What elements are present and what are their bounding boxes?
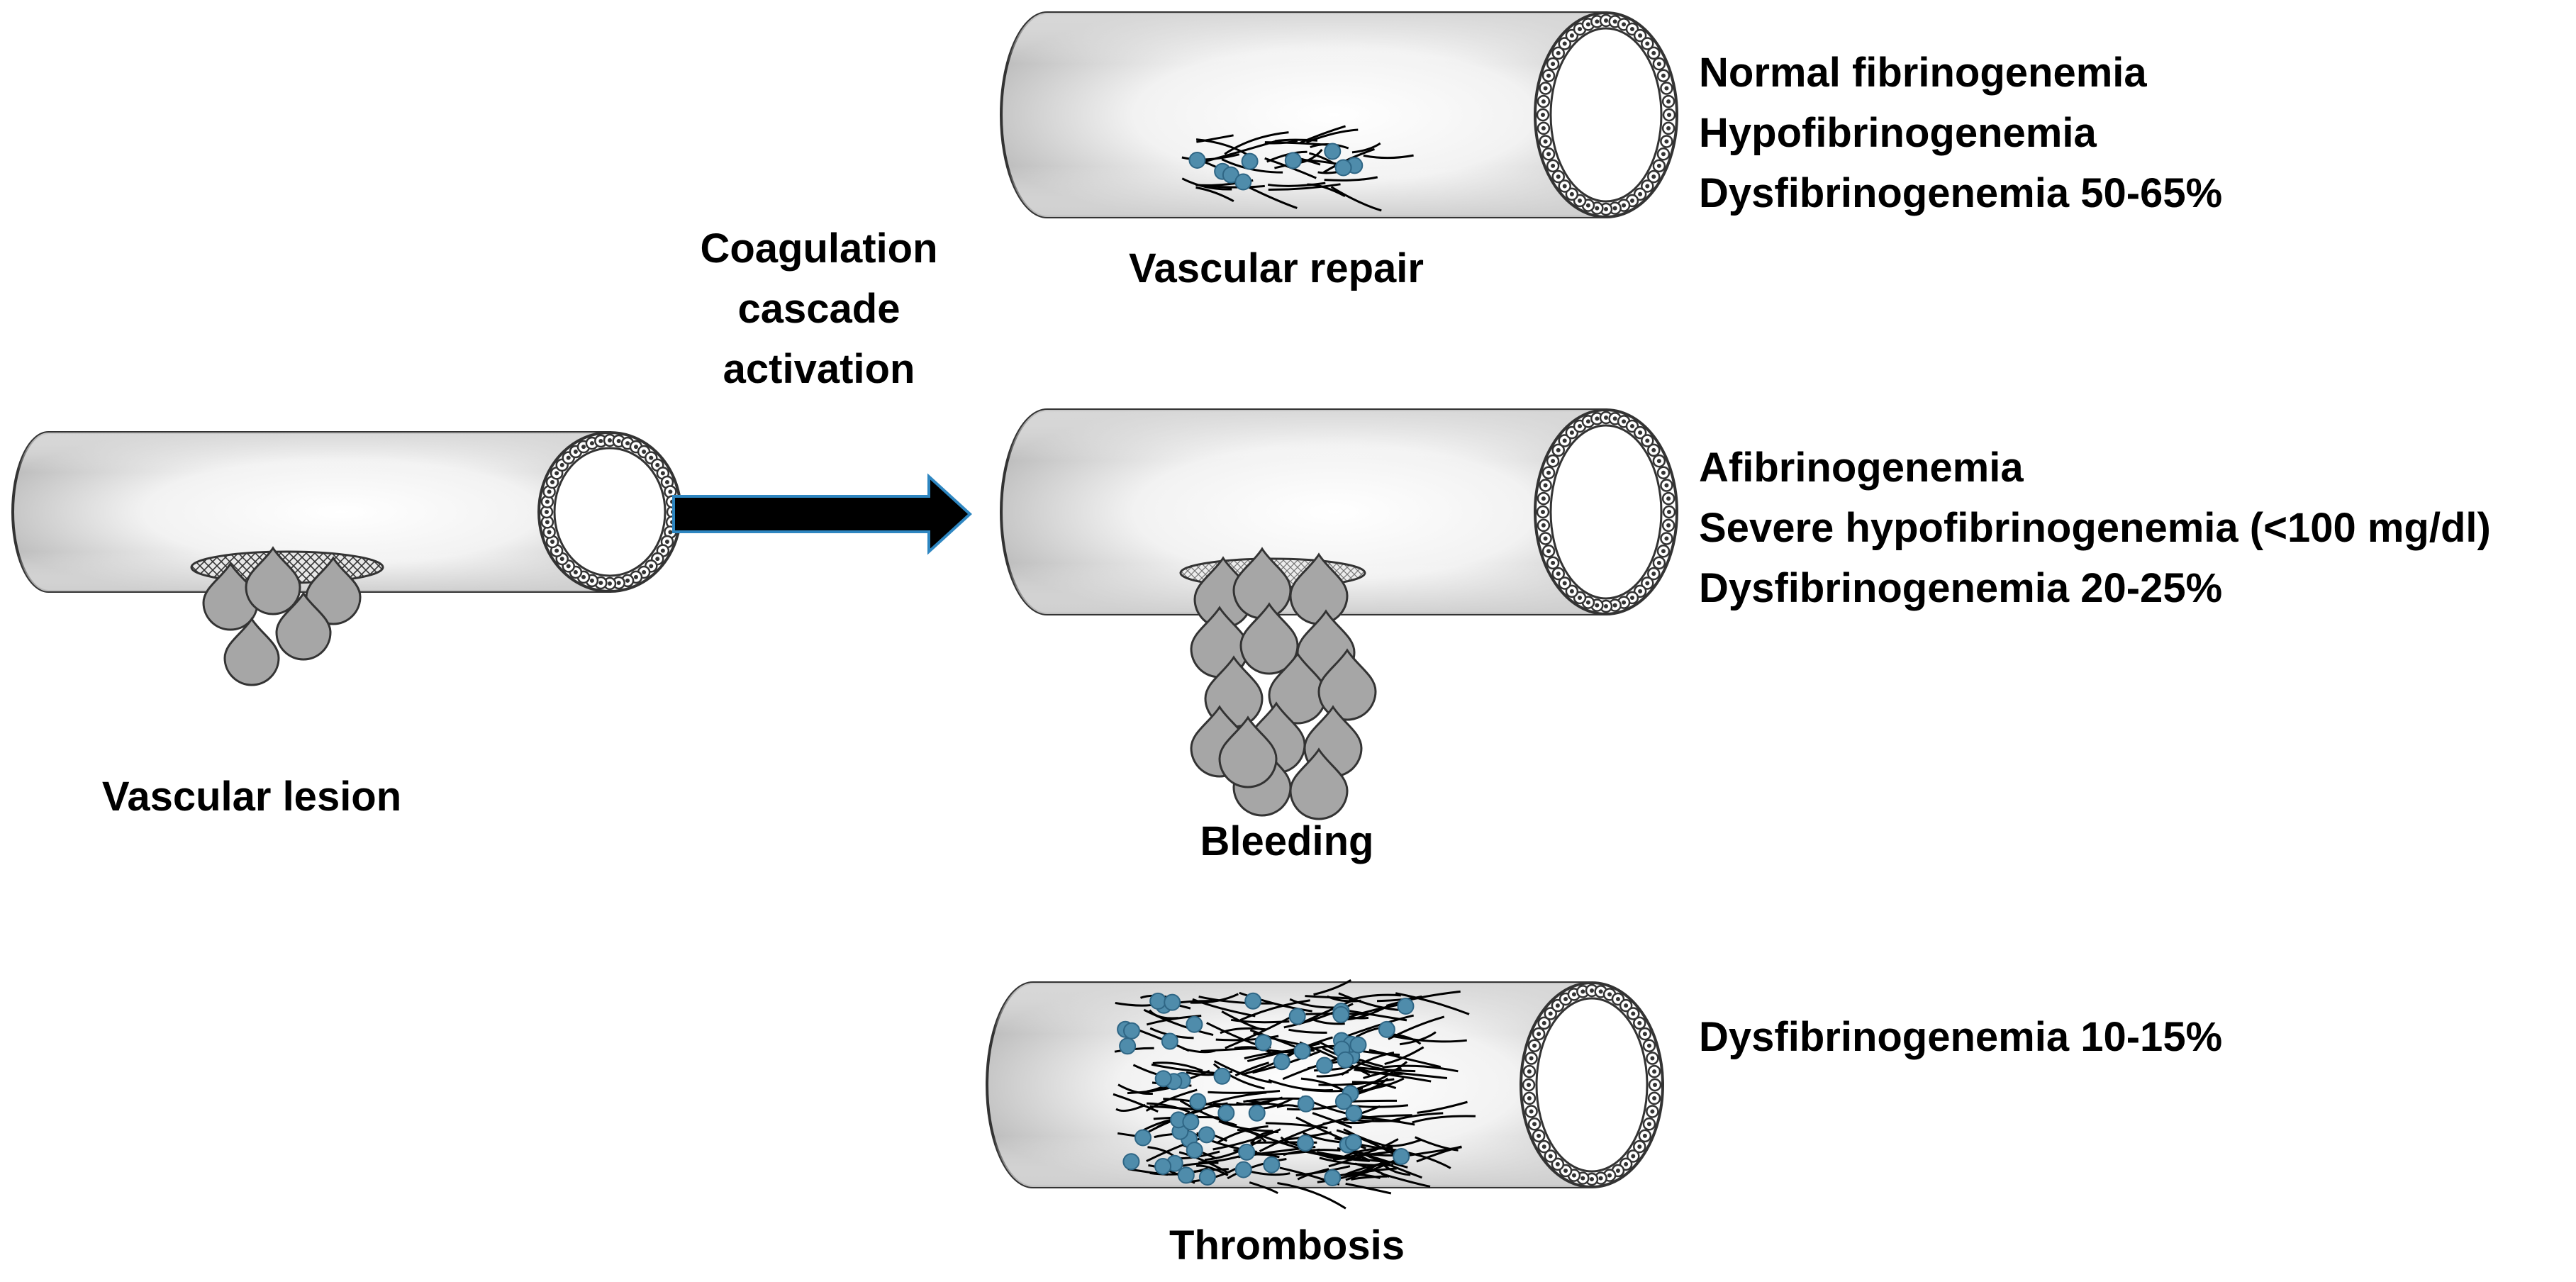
repair-condition-1: Normal fibrinogenemia — [1699, 50, 2147, 96]
repair-condition-2: Hypofibrinogenemia — [1699, 110, 2097, 156]
vascular-lesion-label: Vascular lesion — [101, 774, 402, 820]
right-arrow-icon — [672, 473, 972, 555]
coagulation-line-1: Coagulation — [700, 225, 938, 272]
repair-condition-3: Dysfibrinogenemia 50-65% — [1699, 170, 2223, 216]
bleeding-conditions: Afibrinogenemia Severe hypofibrinogenemi… — [1699, 437, 2491, 618]
bleeding-condition-3: Dysfibrinogenemia 20-25% — [1699, 565, 2223, 611]
thrombosis-fibrin-clot — [1113, 979, 1476, 1210]
vessel-bleeding — [1000, 408, 1678, 615]
coagulation-line-2: cascade — [737, 286, 901, 332]
repair-conditions: Normal fibrinogenemia Hypofibrinogenemia… — [1699, 43, 2222, 223]
bleeding-condition-2: Severe hypofibrinogenemia (<100 mg/dl) — [1699, 505, 2491, 551]
thrombosis-conditions: Dysfibrinogenemia 10-15% — [1699, 1007, 2222, 1067]
coagulation-line-3: activation — [723, 346, 915, 392]
thrombosis-label: Thrombosis — [1169, 1222, 1405, 1269]
thrombosis-condition-1: Dysfibrinogenemia 10-15% — [1699, 1014, 2223, 1060]
vessel-repair — [1000, 11, 1678, 218]
coagulation-cascade-label: Coagulation cascade activation — [700, 218, 937, 399]
repair-fibrin-clot — [1181, 125, 1414, 212]
bleeding-blood-drops — [1190, 547, 1377, 820]
vascular-repair-label: Vascular repair — [1129, 245, 1424, 291]
vessel-lesion — [11, 431, 682, 593]
bleeding-condition-1: Afibrinogenemia — [1699, 445, 2024, 491]
bleeding-label: Bleeding — [1200, 818, 1374, 864]
lesion-blood-drops — [202, 546, 362, 686]
